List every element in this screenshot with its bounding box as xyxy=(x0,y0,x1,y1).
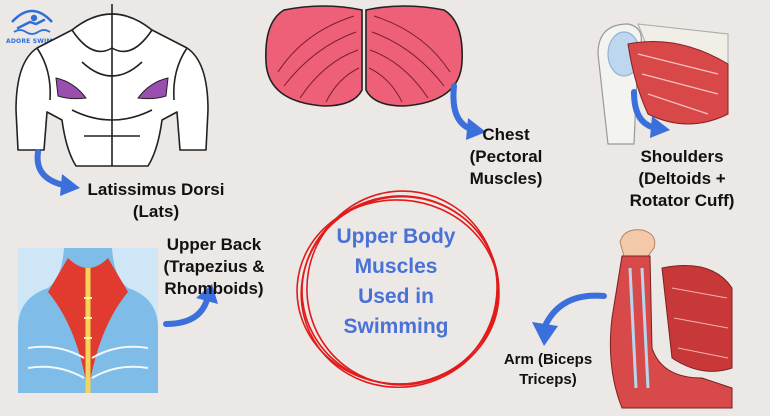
arrow-icon xyxy=(532,292,607,346)
title-circle xyxy=(296,190,500,389)
arrow-icon xyxy=(450,83,486,140)
lats-back-illustration xyxy=(15,4,209,167)
page-title: Upper Body Muscles Used in Swimming xyxy=(300,222,492,342)
arrow-icon xyxy=(34,149,80,196)
swimmer-logo-icon xyxy=(11,9,53,35)
title-line-2: Muscles xyxy=(354,255,438,278)
shoulder-illustration xyxy=(597,23,729,145)
chest-label: Chest (Pectoral Muscles) xyxy=(469,125,543,188)
arrow-icon xyxy=(631,89,670,138)
upper-back-illustration xyxy=(18,248,158,393)
shoulders-label: Shoulders (Deltoids + Rotator Cuff) xyxy=(629,147,735,210)
title-line-1: Upper Body xyxy=(336,225,456,248)
lats-label: Latissimus Dorsi (Lats) xyxy=(87,180,225,221)
arm-label: Arm (Biceps Triceps) xyxy=(503,351,593,388)
upper-back-label: Upper Back (Trapezius & Rhomboids) xyxy=(163,235,265,298)
brand-name: ADORE SWIMMING xyxy=(6,38,72,45)
arm-illustration xyxy=(609,229,733,409)
chest-pectoral-illustration xyxy=(265,5,463,107)
arrow-icon xyxy=(163,284,218,327)
title-line-4: Swimming xyxy=(343,315,449,338)
title-line-3: Used in xyxy=(358,285,434,308)
